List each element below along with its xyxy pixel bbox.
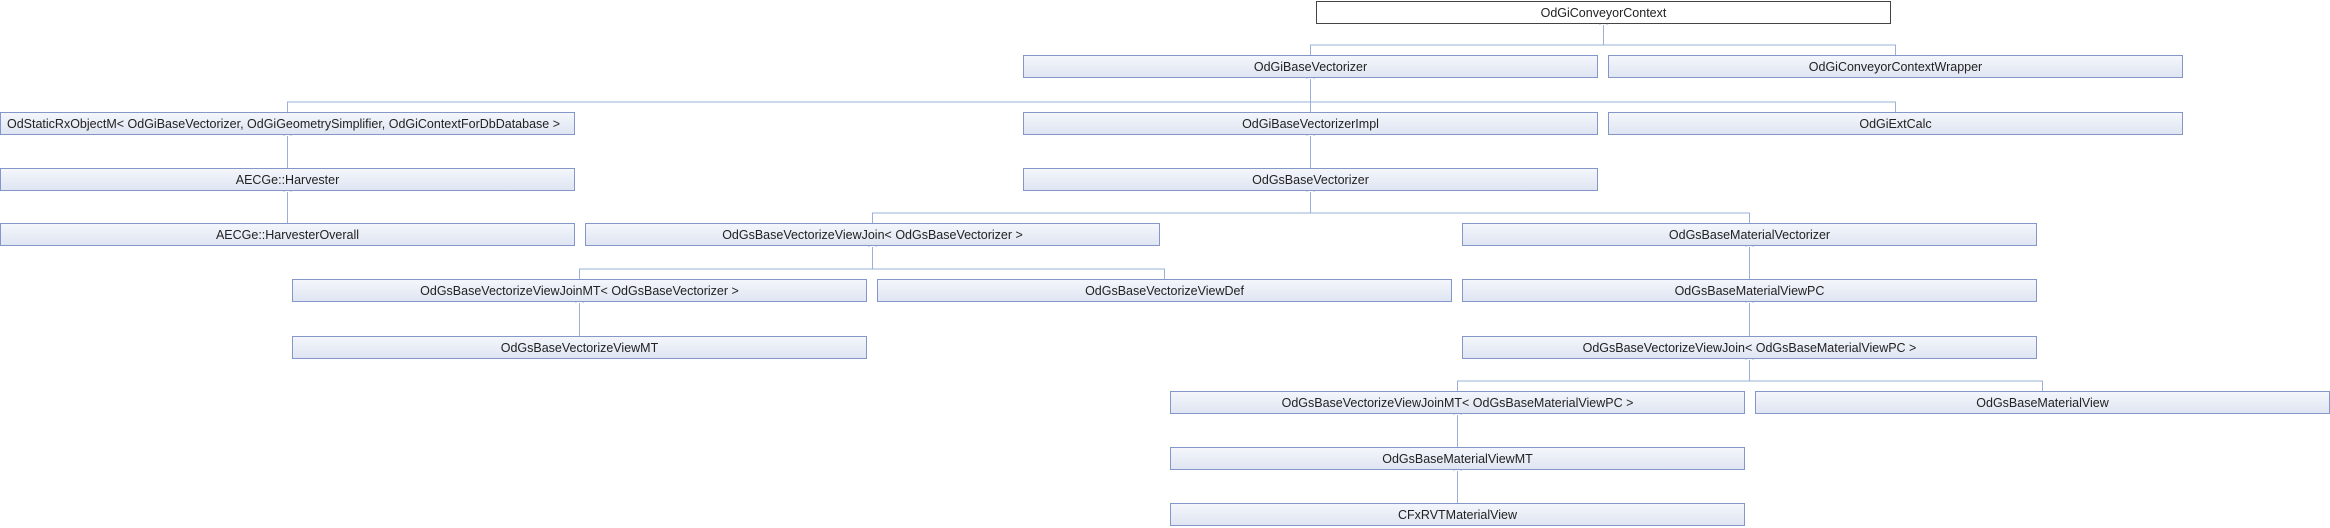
inheritance-connector (1310, 212, 1750, 223)
inheritance-connector (872, 268, 1165, 279)
class-node-gi-base-vectorizer[interactable]: OdGiBaseVectorizer (1023, 55, 1598, 78)
class-node-gi-ext-calc[interactable]: OdGiExtCalc (1608, 112, 2183, 135)
inheritance-connector (1603, 44, 1896, 55)
class-node-conveyor-context[interactable]: OdGiConveyorContext (1316, 1, 1891, 24)
inheritance-connector (1457, 380, 1750, 391)
class-node-gi-base-vectorizer-impl[interactable]: OdGiBaseVectorizerImpl (1023, 112, 1598, 135)
class-node-view-join-mt[interactable]: OdGsBaseVectorizeViewJoinMT< OdGsBaseVec… (292, 279, 867, 302)
class-node-material-view-pc[interactable]: OdGsBaseMaterialViewPC (1462, 279, 2037, 302)
class-node-cfx-rvt-material-view[interactable]: CFxRVTMaterialView (1170, 503, 1745, 526)
inheritance-connector (1310, 44, 1604, 55)
inheritance-connector (1310, 101, 1896, 112)
inheritance-connector (872, 212, 1311, 223)
class-node-gs-base-vectorizer[interactable]: OdGsBaseVectorizer (1023, 168, 1598, 191)
inheritance-connector (579, 268, 873, 279)
class-node-harvester-overall[interactable]: AECGe::HarvesterOverall (0, 223, 575, 246)
class-node-conveyor-context-wrapper[interactable]: OdGiConveyorContextWrapper (1608, 55, 2183, 78)
inheritance-connector (1749, 380, 2043, 391)
class-node-material-vectorizer[interactable]: OdGsBaseMaterialVectorizer (1462, 223, 2037, 246)
class-node-material-view[interactable]: OdGsBaseMaterialView (1755, 391, 2330, 414)
class-node-static-rx-object[interactable]: OdStaticRxObjectM< OdGiBaseVectorizer, O… (0, 112, 575, 135)
class-node-material-view-mt[interactable]: OdGsBaseMaterialViewMT (1170, 447, 1745, 470)
class-node-view-join-mt-material-pc[interactable]: OdGsBaseVectorizeViewJoinMT< OdGsBaseMat… (1170, 391, 1745, 414)
class-node-view-join[interactable]: OdGsBaseVectorizeViewJoin< OdGsBaseVecto… (585, 223, 1160, 246)
inheritance-connector (287, 101, 1311, 112)
class-node-view-join-material-pc[interactable]: OdGsBaseVectorizeViewJoin< OdGsBaseMater… (1462, 336, 2037, 359)
class-node-view-def[interactable]: OdGsBaseVectorizeViewDef (877, 279, 1452, 302)
class-node-harvester[interactable]: AECGe::Harvester (0, 168, 575, 191)
class-node-view-mt[interactable]: OdGsBaseVectorizeViewMT (292, 336, 867, 359)
